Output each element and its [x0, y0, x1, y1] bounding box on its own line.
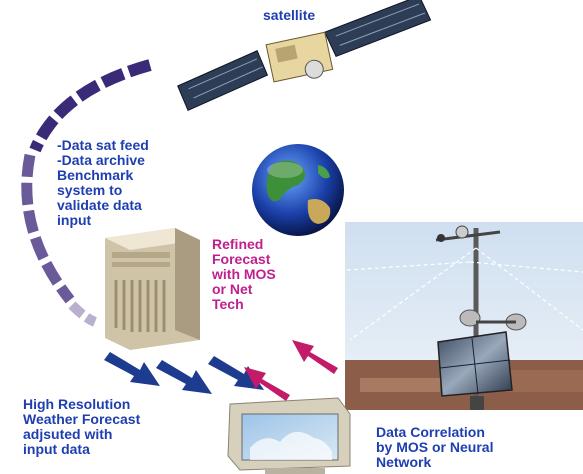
weather-station-photo [345, 222, 583, 410]
signal-lines [269, 235, 583, 341]
server-tower-icon [105, 228, 200, 350]
arrows-to-server [244, 340, 338, 401]
satellite-icon [177, 0, 432, 112]
archive-label: -Data sat feed -Data archive Benchmark s… [57, 137, 149, 228]
satellite-label: satellite [263, 7, 316, 23]
arrows-to-forecast [104, 352, 264, 394]
earth-globe-icon [252, 144, 344, 236]
high-resolution-forecast-label: High Resolution Weather Forecast adjsute… [23, 396, 141, 457]
flow-arc [21, 59, 152, 327]
data-correlation-label: Data Correlation by MOS or Neural Networ… [376, 424, 494, 470]
refined-forecast-label: Refined Forecast with MOS or Net Tech [212, 236, 276, 312]
computer-monitor-icon [227, 397, 351, 474]
